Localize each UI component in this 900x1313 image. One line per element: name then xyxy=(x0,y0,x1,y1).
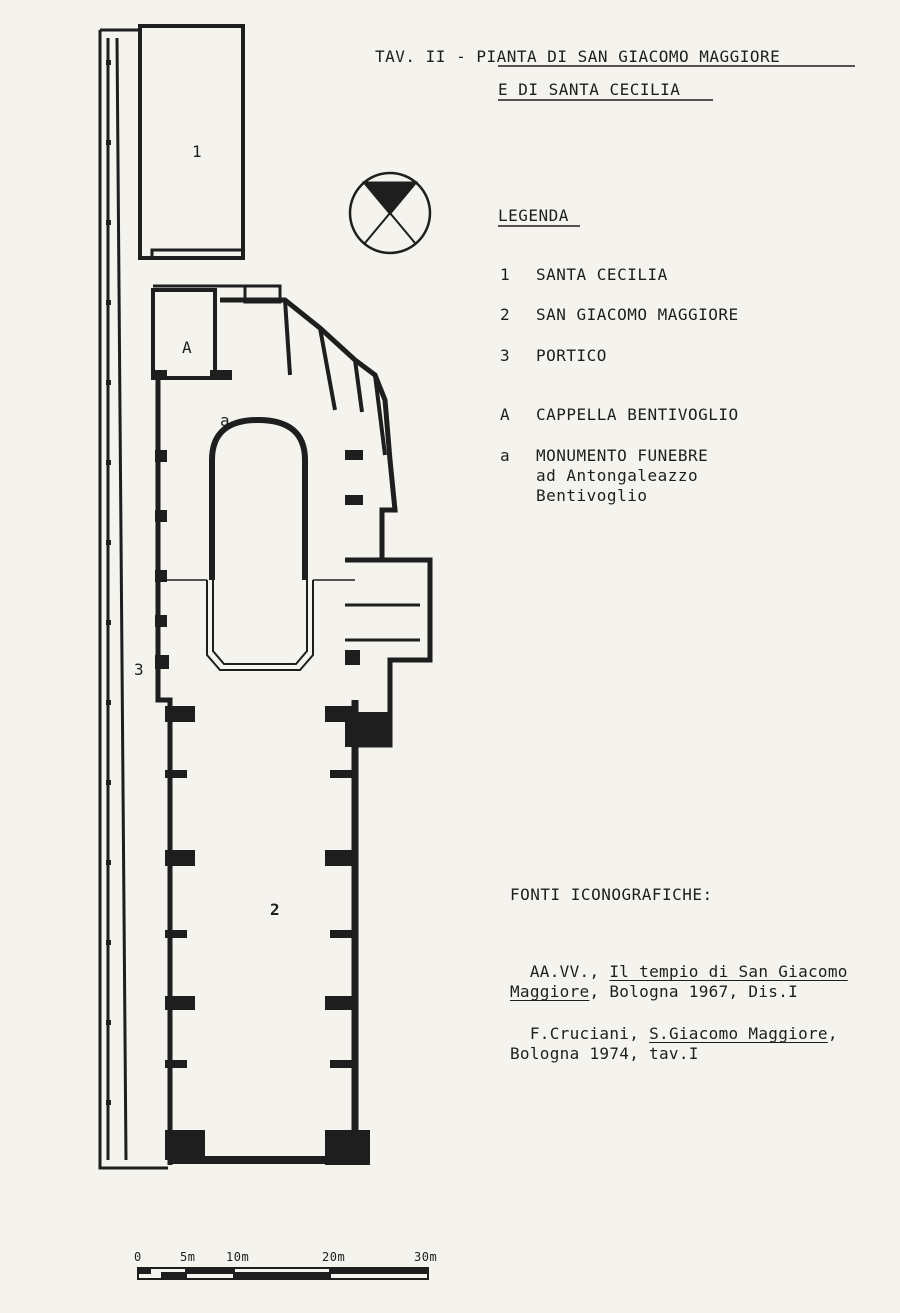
label-portico: 3 xyxy=(134,660,145,679)
portico-inner-wall xyxy=(106,37,128,1161)
source-ref-2: F.Cruciani, S.Giacomo Maggiore,Bologna 1… xyxy=(510,1024,838,1063)
scale-label: 20m xyxy=(322,1250,346,1264)
north-arrow-icon xyxy=(348,171,432,255)
title-line-2: E DI SANTA CECILIA xyxy=(498,80,681,99)
label-cappella: A xyxy=(182,338,193,357)
santa-cecilia-walls xyxy=(138,24,245,260)
scale-label: 10m xyxy=(226,1250,250,1264)
title-line-1: TAV. II - PIANTA DI SAN GIACOMO MAGGIORE xyxy=(375,47,781,66)
portico-piers xyxy=(106,60,111,1105)
scale-label: 5m xyxy=(180,1250,196,1264)
label-santa-cecilia: 1 xyxy=(192,142,203,161)
scale-label: 0 xyxy=(134,1250,142,1264)
nave-buttresses xyxy=(165,706,390,1165)
scale-bar xyxy=(137,1267,429,1280)
apse-ambulatory-walls xyxy=(220,297,398,560)
scale-label: 30m xyxy=(414,1250,438,1264)
cappella-bentivoglio-walls xyxy=(151,288,217,380)
label-monumento: a xyxy=(220,411,231,430)
sources-heading: FONTI ICONOGRAFICHE: xyxy=(510,885,713,904)
label-san-giacomo: 2 xyxy=(270,900,281,919)
legend-heading: LEGENDA xyxy=(498,206,569,225)
choir-walls xyxy=(209,416,308,580)
